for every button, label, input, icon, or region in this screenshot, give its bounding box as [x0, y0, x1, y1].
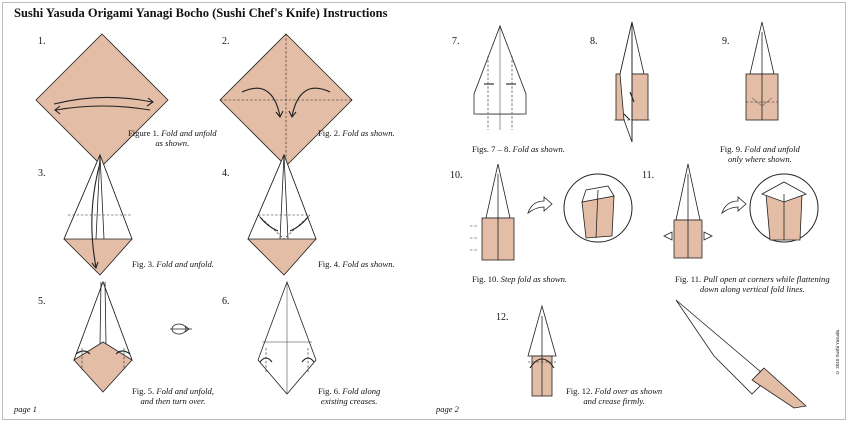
- finished-knife-illustration: [675, 299, 807, 409]
- arrow-icon-10: [527, 196, 553, 215]
- step-number-4: 4.: [222, 168, 230, 179]
- caption-step-5: Fig. 5. Fold and unfold,and then turn ov…: [132, 386, 214, 406]
- caption-step-11: Fig. 11. Pull open at corners while flat…: [675, 274, 830, 294]
- page-number-right: page 2: [436, 404, 459, 414]
- step-number-1: 1.: [38, 36, 46, 47]
- step-number-9: 9.: [722, 36, 730, 47]
- step-number-8: 8.: [590, 36, 598, 47]
- step-number-11: 11.: [642, 170, 655, 181]
- step-number-5: 5.: [38, 296, 46, 307]
- caption-step-7-8: Figs. 7 – 8. Fold as shown.: [472, 144, 565, 154]
- step-number-2: 2.: [222, 36, 230, 47]
- page-number-left: page 1: [14, 404, 37, 414]
- zoom-circle-10: [563, 173, 633, 243]
- copyright-note: © 2010 Sushi Yasuda: [835, 330, 840, 375]
- caption-step-2: Fig. 2. Fold as shown.: [318, 128, 395, 138]
- diagram-step-5: [73, 280, 133, 393]
- turn-over-icon: [170, 323, 192, 335]
- step-number-12: 12.: [496, 312, 509, 323]
- step-number-10: 10.: [450, 170, 463, 181]
- diagram-step-2: [219, 33, 353, 167]
- step-number-7: 7.: [452, 36, 460, 47]
- diagram-step-8: [614, 21, 650, 143]
- page-title: Sushi Yasuda Origami Yanagi Bocho (Sushi…: [14, 6, 388, 20]
- caption-step-3: Fig. 3. Fold and unfold.: [132, 259, 214, 269]
- diagram-step-11: [663, 163, 713, 259]
- diagram-step-4: [247, 153, 317, 276]
- diagram-step-12: [527, 304, 557, 397]
- caption-step-4: Fig. 4. Fold as shown.: [318, 259, 395, 269]
- diagram-step-10: [470, 163, 515, 261]
- page-frame: [2, 2, 846, 420]
- diagram-step-6: [257, 280, 317, 395]
- zoom-circle-11: [749, 173, 819, 243]
- step-number-6: 6.: [222, 296, 230, 307]
- diagram-step-7: [473, 24, 527, 130]
- caption-step-10: Fig. 10. Step fold as shown.: [472, 274, 568, 284]
- diagram-step-1: [35, 33, 169, 167]
- step-number-3: 3.: [38, 168, 46, 179]
- arrow-icon-11: [721, 196, 747, 215]
- diagram-step-3: [63, 153, 133, 276]
- diagram-step-9: [745, 21, 779, 121]
